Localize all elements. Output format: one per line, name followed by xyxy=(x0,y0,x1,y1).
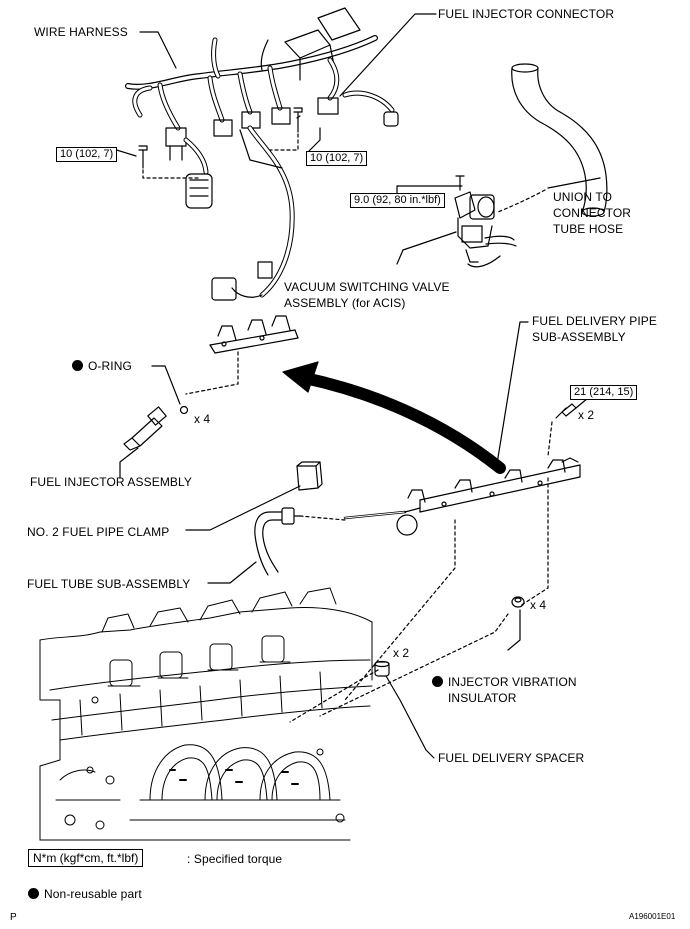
spacer-quantity: x 2 xyxy=(393,646,410,660)
pipe-bolt-drawing xyxy=(555,403,577,419)
injector-vibration-insulator-label-line1: INJECTOR VIBRATION xyxy=(432,675,577,689)
legend-torque-description: : Specified torque xyxy=(187,852,283,866)
pipe-bolt-quantity: x 2 xyxy=(578,408,595,422)
vsv-drawing xyxy=(454,175,517,268)
o-ring-label: O-RING xyxy=(72,359,132,373)
union-hose-drawing xyxy=(511,63,608,217)
engine-drawing xyxy=(39,587,373,841)
fuel-delivery-spacer-drawing xyxy=(374,660,390,677)
fuel-delivery-pipe-label-line1: FUEL DELIVERY PIPE xyxy=(532,314,657,328)
fuel-delivery-pipe-label-line2: SUB-ASSEMBLY xyxy=(532,330,626,344)
fuel-injector-drawing xyxy=(123,406,167,451)
legend-non-reusable: Non-reusable part xyxy=(28,887,142,901)
non-reusable-dot-icon xyxy=(432,676,443,687)
torque-pipe-bolt: 21 (214, 15) xyxy=(570,385,638,400)
o-ring-part xyxy=(179,405,189,415)
removal-arrow xyxy=(282,361,506,474)
non-reusable-dot-icon xyxy=(72,360,83,371)
upper-delivery-pipe-drawing xyxy=(209,315,299,354)
injector-vibration-insulator-drawing xyxy=(511,596,525,608)
vsv-label-line1: VACUUM SWITCHING VALVE xyxy=(284,280,450,294)
injector-vibration-insulator-label-line2: INSULATOR xyxy=(448,691,517,705)
legend-torque-unit: N*m (kgf*cm, ft.*lbf) xyxy=(28,849,144,867)
union-hose-label-line3: TUBE HOSE xyxy=(553,222,624,236)
wire-harness-label: WIRE HARNESS xyxy=(34,25,128,39)
union-hose-label-line1: UNION TO xyxy=(553,190,613,204)
torque-left-bolt: 10 (102, 7) xyxy=(56,147,118,162)
o-ring-quantity: x 4 xyxy=(194,412,211,426)
fuel-delivery-pipe-drawing xyxy=(343,457,581,536)
fuel-tube-label: FUEL TUBE SUB-ASSEMBLY xyxy=(27,577,191,591)
torque-vsv-bolt: 9.0 (92, 80 in.*lbf) xyxy=(350,193,445,208)
non-reusable-dot-icon xyxy=(28,888,39,899)
insulator-quantity: x 4 xyxy=(530,598,547,612)
union-hose-label-line2: CONNECTOR xyxy=(553,206,632,220)
wire-harness-drawing xyxy=(125,7,399,301)
fuel-injector-connector-label: FUEL INJECTOR CONNECTOR xyxy=(438,7,615,21)
footer-mark: P xyxy=(10,912,17,923)
pipe-clamp-drawing xyxy=(296,461,323,491)
fuel-delivery-spacer-label: FUEL DELIVERY SPACER xyxy=(438,751,585,765)
fuel-injector-assembly-label: FUEL INJECTOR ASSEMBLY xyxy=(30,475,193,489)
torque-center-bolt: 10 (102, 7) xyxy=(306,151,368,166)
harness-bolts xyxy=(138,107,303,169)
fuel-tube-drawing xyxy=(254,507,301,576)
figure-id: A196001E01 xyxy=(629,912,676,921)
vsv-label-line2: ASSEMBLY (for ACIS) xyxy=(284,296,406,310)
no2-fuel-pipe-clamp-label: NO. 2 FUEL PIPE CLAMP xyxy=(27,525,170,539)
